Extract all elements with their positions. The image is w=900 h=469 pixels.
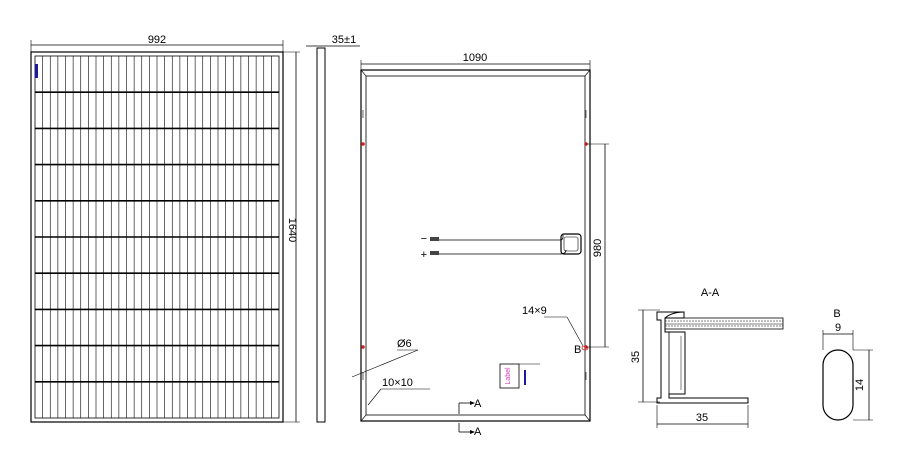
detail-width-label: 9 <box>835 322 841 334</box>
back-frame-outer <box>360 69 591 422</box>
laminate-panel <box>664 317 784 330</box>
front-blue-marker <box>35 64 38 78</box>
side-thickness-label: 35±1 <box>332 34 356 46</box>
hole-label: Ø6 <box>397 338 412 350</box>
back-view: 1090 980 − + 14×9 B <box>351 52 609 438</box>
corner-bevel <box>360 69 367 77</box>
slot-leader <box>566 316 584 347</box>
detail-ref-label: B <box>574 344 581 356</box>
corner-bevel <box>584 414 591 422</box>
section-ref-bottom: A <box>474 426 482 438</box>
label-blue-bar <box>524 370 526 385</box>
back-frame-inner <box>365 75 586 416</box>
junction-box-inner <box>563 236 579 252</box>
section-height-label: 35 <box>630 351 642 363</box>
front-width-label: 992 <box>148 34 166 46</box>
cable-minus-label: − <box>421 233 427 245</box>
hole-leader <box>351 349 419 378</box>
connector <box>430 237 439 241</box>
ground-leader <box>367 388 382 406</box>
slot-label: 14×9 <box>522 305 547 317</box>
front-frame-outer <box>30 51 284 423</box>
section-width-label: 35 <box>696 412 708 424</box>
front-height-label: 1640 <box>286 218 298 242</box>
label-sticker: Label <box>499 363 540 389</box>
cell-grid <box>35 56 279 418</box>
front-view: 992 1640 <box>30 34 300 423</box>
label-sticker-frame <box>499 363 520 389</box>
mount-hole <box>361 142 365 146</box>
junction-box <box>560 233 582 255</box>
label-sticker-text: Label <box>505 367 512 385</box>
side-profile <box>316 47 326 423</box>
frame-profile <box>656 311 749 404</box>
mount-hole <box>361 345 365 349</box>
section-title: A-A <box>701 287 720 299</box>
section-view: A-A 35 35 <box>630 287 784 428</box>
frame-lip <box>664 311 685 319</box>
ground-label: 10×10 <box>382 377 413 389</box>
cable-plus-label: + <box>421 249 427 261</box>
section-ref-top: A <box>474 398 482 410</box>
section-cut-marker: A A <box>458 398 482 438</box>
back-width-label: 1090 <box>463 52 487 64</box>
detail-title: B <box>833 308 840 320</box>
slot-hole <box>581 345 589 351</box>
detail-height-label: 14 <box>854 379 866 391</box>
corner-bevel <box>360 414 367 422</box>
side-view: 35±1 <box>306 34 360 423</box>
connector <box>430 251 439 255</box>
junction-cable: − + <box>421 233 582 261</box>
slot-outline <box>822 349 854 421</box>
corner-bevel <box>584 69 591 77</box>
detail-view: B 9 14 <box>822 308 873 421</box>
mount-spacing-label: 980 <box>592 239 604 257</box>
